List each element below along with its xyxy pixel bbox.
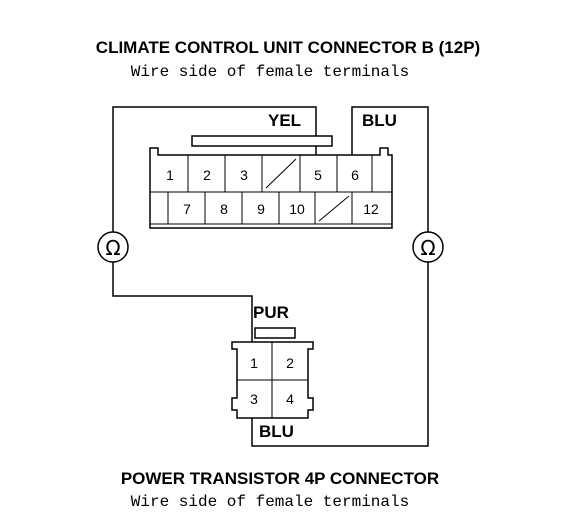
pin-label: 2 [203,167,211,183]
wire-left-top [112,106,317,232]
pin-label: 1 [166,167,174,183]
bottom-connector-subtitle: Wire side of female terminals [131,493,409,511]
bottom-connector-title: POWER TRANSISTOR 4P CONNECTOR [121,469,439,488]
wire-right-bottom [251,262,429,447]
top-connector-title: CLIMATE CONTROL UNIT CONNECTOR B (12P) [96,38,480,57]
pin-label: 3 [240,167,248,183]
connector-12p: 1 2 3 5 6 7 8 9 10 12 [149,135,393,229]
pin-label: 2 [286,355,294,371]
wire-left-bottom [112,262,253,342]
pin-label: 10 [289,201,305,217]
connector-latch [191,135,333,147]
pin-label: 7 [183,201,191,217]
pin-label: 6 [351,167,359,183]
connector-12p-body [149,147,393,229]
ohmmeter-left: Ω [97,231,129,263]
ohmmeter-right-circle [412,231,444,263]
top-connector-subtitle: Wire side of female terminals [131,63,409,81]
ohm-icon: Ω [420,236,435,260]
pin-label: 3 [250,391,258,407]
pin-label: 5 [314,167,322,183]
ohmmeter-right: Ω [412,231,444,263]
pin-label: 12 [363,201,379,217]
wire-label-blu-top: BLU [362,111,397,130]
wire-label-blu-bottom: BLU [259,422,294,441]
wire-label-yel: YEL [268,111,301,130]
wire-label-pur: PUR [253,303,289,322]
ohmmeter-left-circle [97,231,129,263]
pin-label: 1 [250,355,258,371]
connector-4p: 1 2 3 4 [231,327,314,419]
ohm-icon: Ω [105,236,120,260]
pin-label: 8 [220,201,228,217]
wiring [112,106,429,447]
pin-label: 4 [286,391,294,407]
pin-label: 9 [257,201,265,217]
wire-right-top [351,106,429,232]
connector-4p-latch [254,327,296,339]
